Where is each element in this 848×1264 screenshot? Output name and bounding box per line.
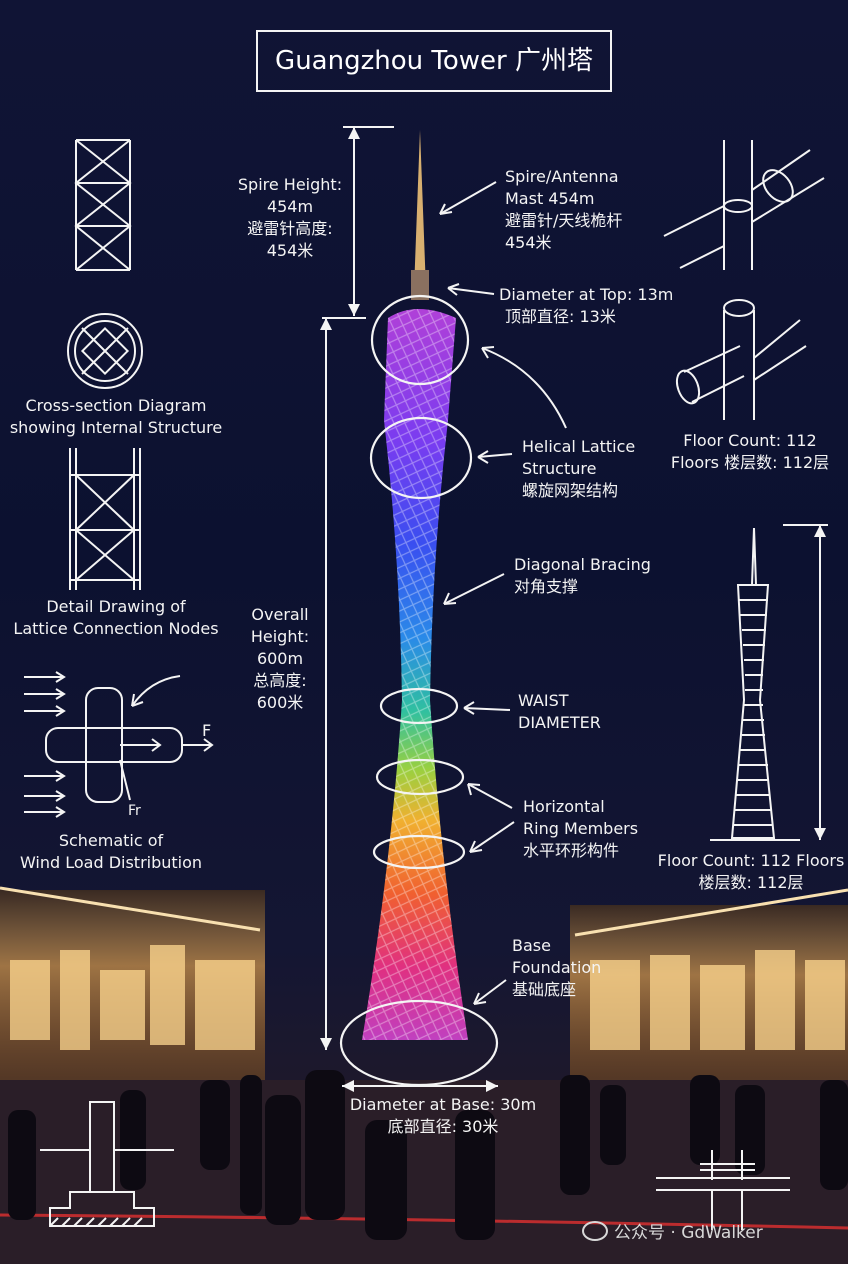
city-left — [0, 886, 265, 1080]
label-line: Diameter at Base: 30m — [349, 1095, 537, 1114]
label-wind-load: Schematic of Wind Load Distribution — [4, 830, 218, 874]
label-overall-height: Overall Height: 600m 总高度: 600米 — [238, 604, 322, 714]
label-spire-height: Spire Height: 454m 避雷针高度: 454米 — [228, 174, 352, 262]
label-floor-count-1: Floor Count: 112 Floors 楼层数: 112层 — [660, 430, 840, 474]
label-line: 螺旋网架结构 — [522, 481, 619, 500]
label-detail-nodes: Detail Drawing of Lattice Connection Nod… — [4, 596, 228, 640]
lattice-node-icon — [69, 448, 141, 590]
label-line: Structure — [522, 459, 597, 478]
base-plate-icon — [656, 1150, 790, 1230]
label-line: Base — [512, 936, 551, 955]
label-line: Cross-section Diagram — [25, 396, 207, 415]
label-line: Horizontal — [523, 797, 605, 816]
page-title: Guangzhou Tower 广州塔 — [256, 30, 612, 92]
pointer-arrows — [439, 181, 567, 1005]
label-line: DIAMETER — [518, 713, 601, 732]
label-line: WAIST — [518, 691, 569, 710]
label-line: Mast 454m — [505, 189, 595, 208]
label-line: Detail Drawing of — [46, 597, 186, 616]
label-line: 底部直径: 30米 — [387, 1117, 499, 1136]
label-line: 454m — [266, 197, 314, 216]
label-line: 避雷针/天线桅杆 — [505, 211, 623, 230]
label-line: 顶部直径: 13米 — [505, 307, 616, 326]
city-right — [570, 888, 848, 1080]
label-line: Height: — [250, 627, 310, 646]
truss-icon — [74, 139, 132, 271]
label-line: showing Internal Structure — [9, 418, 223, 437]
label-line: Lattice Connection Nodes — [13, 619, 219, 638]
label-line: 水平环形构件 — [523, 841, 620, 860]
label-line: 600m — [256, 649, 304, 668]
label-line: Schematic of — [58, 831, 164, 850]
label-line: Ring Members — [523, 819, 639, 838]
label-cross-section: Cross-section Diagram showing Internal S… — [4, 395, 228, 439]
pipe-joint-icon — [663, 140, 825, 270]
label-line: Diameter at Top: 13m — [499, 285, 674, 304]
tower-body — [362, 130, 468, 1040]
label-line: Overall — [251, 605, 309, 624]
label-spire-mast: Spire/Antenna Mast 454m 避雷针/天线桅杆 454米 — [505, 166, 622, 254]
label-line: 454米 — [266, 241, 314, 260]
label-line: 600米 — [256, 693, 304, 712]
watermark-text: 公众号 · GdWalker — [614, 1223, 763, 1243]
tower-elevation-icon — [710, 527, 800, 841]
label-line: Diagonal Bracing — [514, 555, 651, 574]
wechat-icon — [582, 1220, 608, 1241]
label-waist-diameter: WAIST DIAMETER — [518, 690, 601, 734]
label-line: 总高度: — [253, 671, 307, 690]
label-line: Spire/Antenna — [505, 167, 619, 186]
label-line: Floors 楼层数: 112层 — [670, 453, 830, 472]
tee-joint-icon — [675, 299, 807, 420]
label-horizontal-rings: Horizontal Ring Members 水平环形构件 — [523, 796, 638, 862]
label-force-fr: Fr — [128, 803, 141, 819]
dimension-arrowheads — [320, 127, 826, 1092]
label-line: 楼层数: 112层 — [698, 873, 804, 892]
label-force-f: F — [202, 721, 212, 740]
wind-load-icon — [24, 671, 214, 818]
cross-section-icon — [67, 313, 143, 389]
label-line: Foundation — [512, 958, 602, 977]
label-line: Floor Count: 112 — [683, 431, 817, 450]
label-line: 对角支撑 — [514, 577, 579, 596]
watermark: 公众号 · GdWalker — [582, 1218, 763, 1243]
label-helical-lattice: Helical Lattice Structure 螺旋网架结构 — [522, 436, 635, 502]
label-line: Floor Count: 112 Floors — [657, 851, 845, 870]
label-line: Helical Lattice — [522, 437, 636, 456]
label-diameter-base: Diameter at Base: 30m 底部直径: 30米 — [340, 1094, 546, 1138]
label-base-foundation: Base Foundation 基础底座 — [512, 935, 601, 1001]
label-line: 454米 — [505, 233, 552, 252]
label-diameter-top: Diameter at Top: 13m 顶部直径: 13米 — [499, 284, 673, 328]
crowd-silhouettes — [8, 1070, 848, 1240]
dimension-lines — [322, 126, 828, 1087]
label-line: Wind Load Distribution — [19, 853, 203, 872]
label-diagonal-bracing: Diagonal Bracing 对角支撑 — [514, 554, 651, 598]
label-floor-count-2: Floor Count: 112 Floors 楼层数: 112层 — [654, 850, 848, 894]
label-line: 避雷针高度: — [247, 219, 333, 238]
foundation-icon — [40, 1101, 174, 1227]
label-line: Spire Height: — [237, 175, 343, 194]
label-line: 基础底座 — [512, 980, 577, 999]
